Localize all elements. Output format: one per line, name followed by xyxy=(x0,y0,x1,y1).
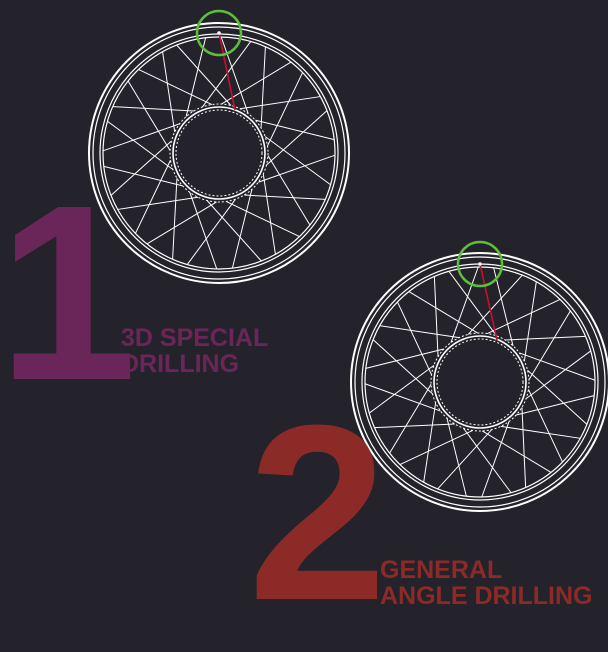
spoke xyxy=(487,298,561,335)
method-1-number: 1 xyxy=(0,153,137,432)
method-1-label: 3D SPECIAL DRILLING xyxy=(121,325,268,377)
method-2-number: 2 xyxy=(248,373,388,652)
spoke xyxy=(516,395,595,416)
spoke xyxy=(372,339,433,395)
wheel-diagram-2 xyxy=(350,252,608,512)
method-2-label: GENERAL ANGLE DRILLING xyxy=(380,557,593,609)
drill-point xyxy=(478,262,482,266)
spoke xyxy=(185,37,207,117)
rim-ring xyxy=(354,256,606,508)
diagram-canvas xyxy=(88,9,608,512)
spoke xyxy=(107,120,174,170)
spoke xyxy=(527,369,588,425)
spoke xyxy=(176,44,232,106)
drill-point-highlight-icon xyxy=(195,9,243,57)
method-1-label-line-1: 3D SPECIAL xyxy=(121,324,269,352)
spoke xyxy=(521,407,527,488)
spoke xyxy=(103,165,183,187)
method-2-label-line-1: GENERAL xyxy=(380,556,503,584)
rim-ring xyxy=(92,26,346,280)
spoke xyxy=(102,123,180,152)
method-1-label-line-2: DRILLING xyxy=(121,350,240,378)
method-2-label-line-2: ANGLE DRILLING xyxy=(380,582,593,610)
wheel-diagram-1 xyxy=(88,22,350,284)
spoke xyxy=(258,154,336,183)
spoke xyxy=(433,276,439,357)
spoke xyxy=(255,119,335,141)
spoke xyxy=(481,421,510,498)
hub-flange-inner xyxy=(175,109,263,197)
hub-flange xyxy=(169,103,269,203)
spoke xyxy=(408,291,478,334)
spoke xyxy=(231,189,253,269)
spoke xyxy=(448,270,498,337)
spoke xyxy=(186,198,236,265)
spoke xyxy=(172,178,178,260)
hub-flange-inner xyxy=(436,338,524,426)
spoke xyxy=(374,423,455,429)
spoke xyxy=(127,80,171,151)
spoke xyxy=(266,110,328,166)
spoke xyxy=(389,384,432,454)
spoke xyxy=(225,201,300,238)
spoke xyxy=(267,155,311,226)
drill-highlight-1 xyxy=(195,9,243,111)
spoke xyxy=(467,274,523,335)
hub-ring xyxy=(172,106,266,200)
spoke xyxy=(437,429,493,490)
spoke xyxy=(202,41,252,108)
spoke xyxy=(379,325,460,339)
spoke xyxy=(146,201,217,245)
spoke xyxy=(262,173,276,255)
drill-highlight-2 xyxy=(456,240,504,341)
rim-ring xyxy=(99,33,339,273)
spoke xyxy=(138,68,213,105)
spoke xyxy=(364,383,441,412)
drill-point-highlight-icon xyxy=(456,240,504,288)
drill-point xyxy=(217,31,221,35)
spoke xyxy=(500,425,581,439)
rim-ring xyxy=(361,263,599,501)
hub-ring xyxy=(433,335,527,429)
spoke xyxy=(525,350,592,400)
rim-ring xyxy=(350,252,608,512)
spoke xyxy=(134,159,171,234)
spoke xyxy=(220,36,249,114)
spoke xyxy=(368,364,435,414)
spoke xyxy=(462,427,512,494)
hub-flange xyxy=(430,332,530,432)
spoke xyxy=(260,46,266,128)
spoke xyxy=(523,281,537,362)
spoke xyxy=(423,402,437,483)
spoke xyxy=(267,72,304,147)
spoke xyxy=(519,352,596,381)
rim-ring xyxy=(364,266,596,498)
spoke xyxy=(162,51,176,133)
spoke xyxy=(482,430,552,473)
spoke xyxy=(264,136,331,186)
spoke xyxy=(110,140,172,196)
rim-ring xyxy=(102,36,336,270)
spoke xyxy=(365,348,444,369)
rim-ring xyxy=(88,22,350,284)
drill-angle-line xyxy=(479,263,498,341)
spoke xyxy=(239,96,321,110)
spoke xyxy=(206,200,262,262)
spoke xyxy=(528,310,571,380)
spoke xyxy=(396,301,433,375)
spoke xyxy=(527,389,564,463)
spoke xyxy=(117,196,199,210)
spoke xyxy=(189,192,218,270)
spoke xyxy=(450,266,479,343)
drill-angle-line xyxy=(218,32,236,111)
spoke xyxy=(505,335,586,341)
spoke xyxy=(446,418,467,497)
spoke xyxy=(493,267,514,346)
spoke xyxy=(399,429,473,466)
spoke xyxy=(112,106,194,112)
spoke xyxy=(244,194,326,200)
